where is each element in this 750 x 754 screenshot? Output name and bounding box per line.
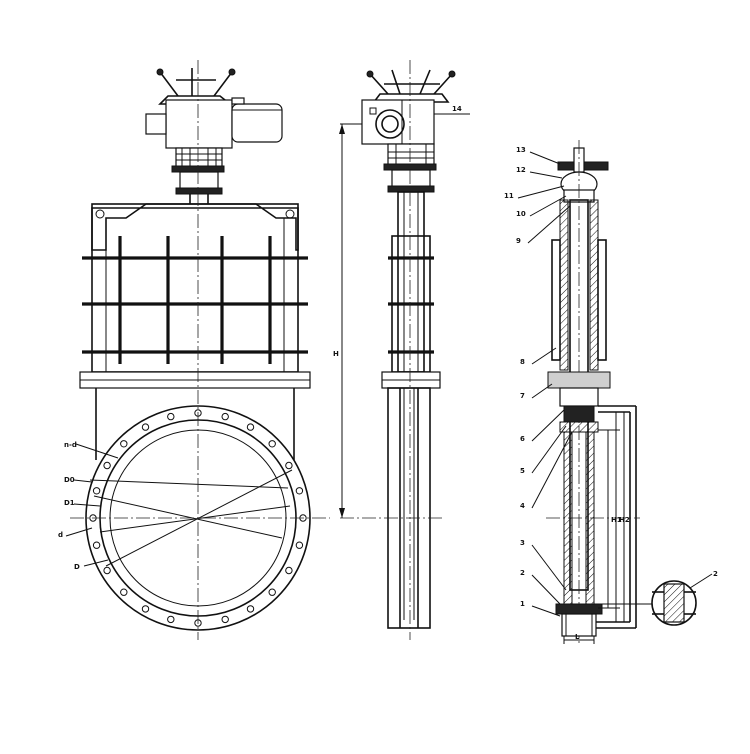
label-8: 8 <box>520 358 525 366</box>
label-11: 11 <box>504 192 514 200</box>
bolt-hole <box>103 566 111 575</box>
section-view: H1 H2 L 13 12 11 10 9 8 7 6 5 4 <box>504 140 718 644</box>
bolt-hole <box>120 440 128 448</box>
front-handwheel <box>156 68 236 105</box>
front-frame <box>82 203 308 373</box>
label-H2: H2 <box>619 516 630 524</box>
bolt-hole <box>268 440 276 448</box>
section-flange <box>547 371 611 389</box>
label-D: D <box>74 563 80 571</box>
bolt-hole <box>285 461 293 470</box>
label-2: 2 <box>520 569 525 577</box>
bolt-hole <box>285 566 293 575</box>
bolt-hole <box>221 615 229 624</box>
label-10: 10 <box>516 210 526 218</box>
label-13: 13 <box>516 146 526 154</box>
label-H1: H1 <box>611 516 622 524</box>
bolt-hole <box>246 423 255 431</box>
side-handwheel <box>366 69 456 103</box>
label-D0: D0 <box>64 476 75 484</box>
side-view: H 14 <box>333 60 470 640</box>
front-view: n-d D0 D1 d D <box>58 60 330 640</box>
bolt-hole <box>120 588 128 596</box>
bolt-hole <box>92 487 101 495</box>
label-d: d <box>58 531 63 539</box>
label-5: 5 <box>520 467 525 475</box>
front-actuator <box>145 97 283 149</box>
bolt-hole <box>141 423 150 431</box>
label-H: H <box>333 350 339 358</box>
label-9-upper: 9 <box>516 237 521 245</box>
label-detail-2: 2 <box>713 570 718 578</box>
bolt-holes <box>89 409 307 627</box>
bolt-hole <box>246 605 255 613</box>
bolt-hole <box>221 412 229 421</box>
bolt-hole <box>167 615 175 624</box>
detail-circle: 2 <box>596 570 718 626</box>
label-L: L <box>575 633 580 641</box>
bolt-hole <box>295 487 304 495</box>
side-frame <box>381 191 441 629</box>
bolt-hole <box>92 541 101 549</box>
label-n-d: n-d <box>64 441 77 449</box>
label-D1: D1 <box>64 499 75 507</box>
label-1: 1 <box>520 600 525 608</box>
label-6-upper: 6 <box>520 435 525 443</box>
bolt-hole <box>167 412 175 421</box>
label-3: 3 <box>520 539 525 547</box>
dimension-H: H <box>333 123 362 518</box>
bolt-hole <box>295 541 304 549</box>
bolt-hole <box>268 588 276 596</box>
section-callouts: 13 12 11 10 9 8 7 6 5 4 3 2 1 <box>504 146 573 617</box>
front-stem-top <box>171 147 225 204</box>
label-12: 12 <box>516 166 526 174</box>
side-actuator <box>361 99 435 145</box>
bolt-hole <box>103 461 111 470</box>
label-4: 4 <box>520 502 525 510</box>
bolt-hole <box>141 605 150 613</box>
label-7: 7 <box>520 392 525 400</box>
label-14: 14 <box>452 105 462 113</box>
